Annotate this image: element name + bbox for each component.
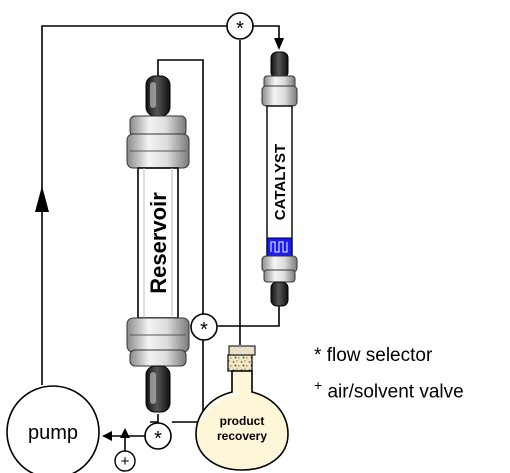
svg-text:*: * [236, 18, 244, 40]
flask-label-line1: product [220, 414, 265, 428]
legend-valve-symbol: + [314, 377, 323, 393]
svg-text:*: * [200, 319, 208, 341]
pump: pump [6, 385, 100, 473]
flow-selector-top: * [226, 12, 254, 40]
product-recovery-flask: product recovery [195, 345, 289, 471]
flow-lines [41, 25, 280, 452]
reservoir-top-line [157, 59, 204, 314]
legend-flow-selector: * flow selector [314, 345, 432, 367]
pump-inlet-arrow [102, 431, 112, 441]
selector-link-line [172, 340, 204, 423]
legend-valve-text: air/solvent valve [327, 381, 464, 403]
flow-selector-middle: * [190, 313, 218, 341]
catalyst-outlet-line [218, 298, 280, 327]
up-flow-arrow [35, 186, 49, 212]
catalyst-column: CATALYST [261, 51, 298, 307]
down-flow-arrow [274, 38, 284, 50]
reservoir-column: Reservoir [126, 75, 190, 413]
reservoir-bottom-line [150, 414, 159, 423]
pump-return-line [41, 25, 228, 385]
catalyst-feed-line [253, 25, 280, 46]
pump-label: pump [28, 422, 78, 444]
flask-stopper [227, 354, 253, 372]
svg-text:*: * [154, 428, 162, 450]
svg-text:+: + [121, 453, 130, 470]
air-solvent-valve: + [114, 450, 136, 472]
legend-flow-selector-symbol: * [314, 345, 322, 366]
valve-arrow [120, 428, 130, 438]
flask-label-line2: recovery [217, 429, 267, 443]
catalyst-body [266, 105, 293, 257]
reservoir-label: Reservoir [146, 192, 171, 294]
flow-selector-bottom: * [144, 422, 172, 450]
legend-valve: + air/solvent valve [314, 377, 464, 403]
catalyst-label: CATALYST [272, 144, 289, 220]
legend-flow-selector-text: flow selector [326, 345, 433, 366]
